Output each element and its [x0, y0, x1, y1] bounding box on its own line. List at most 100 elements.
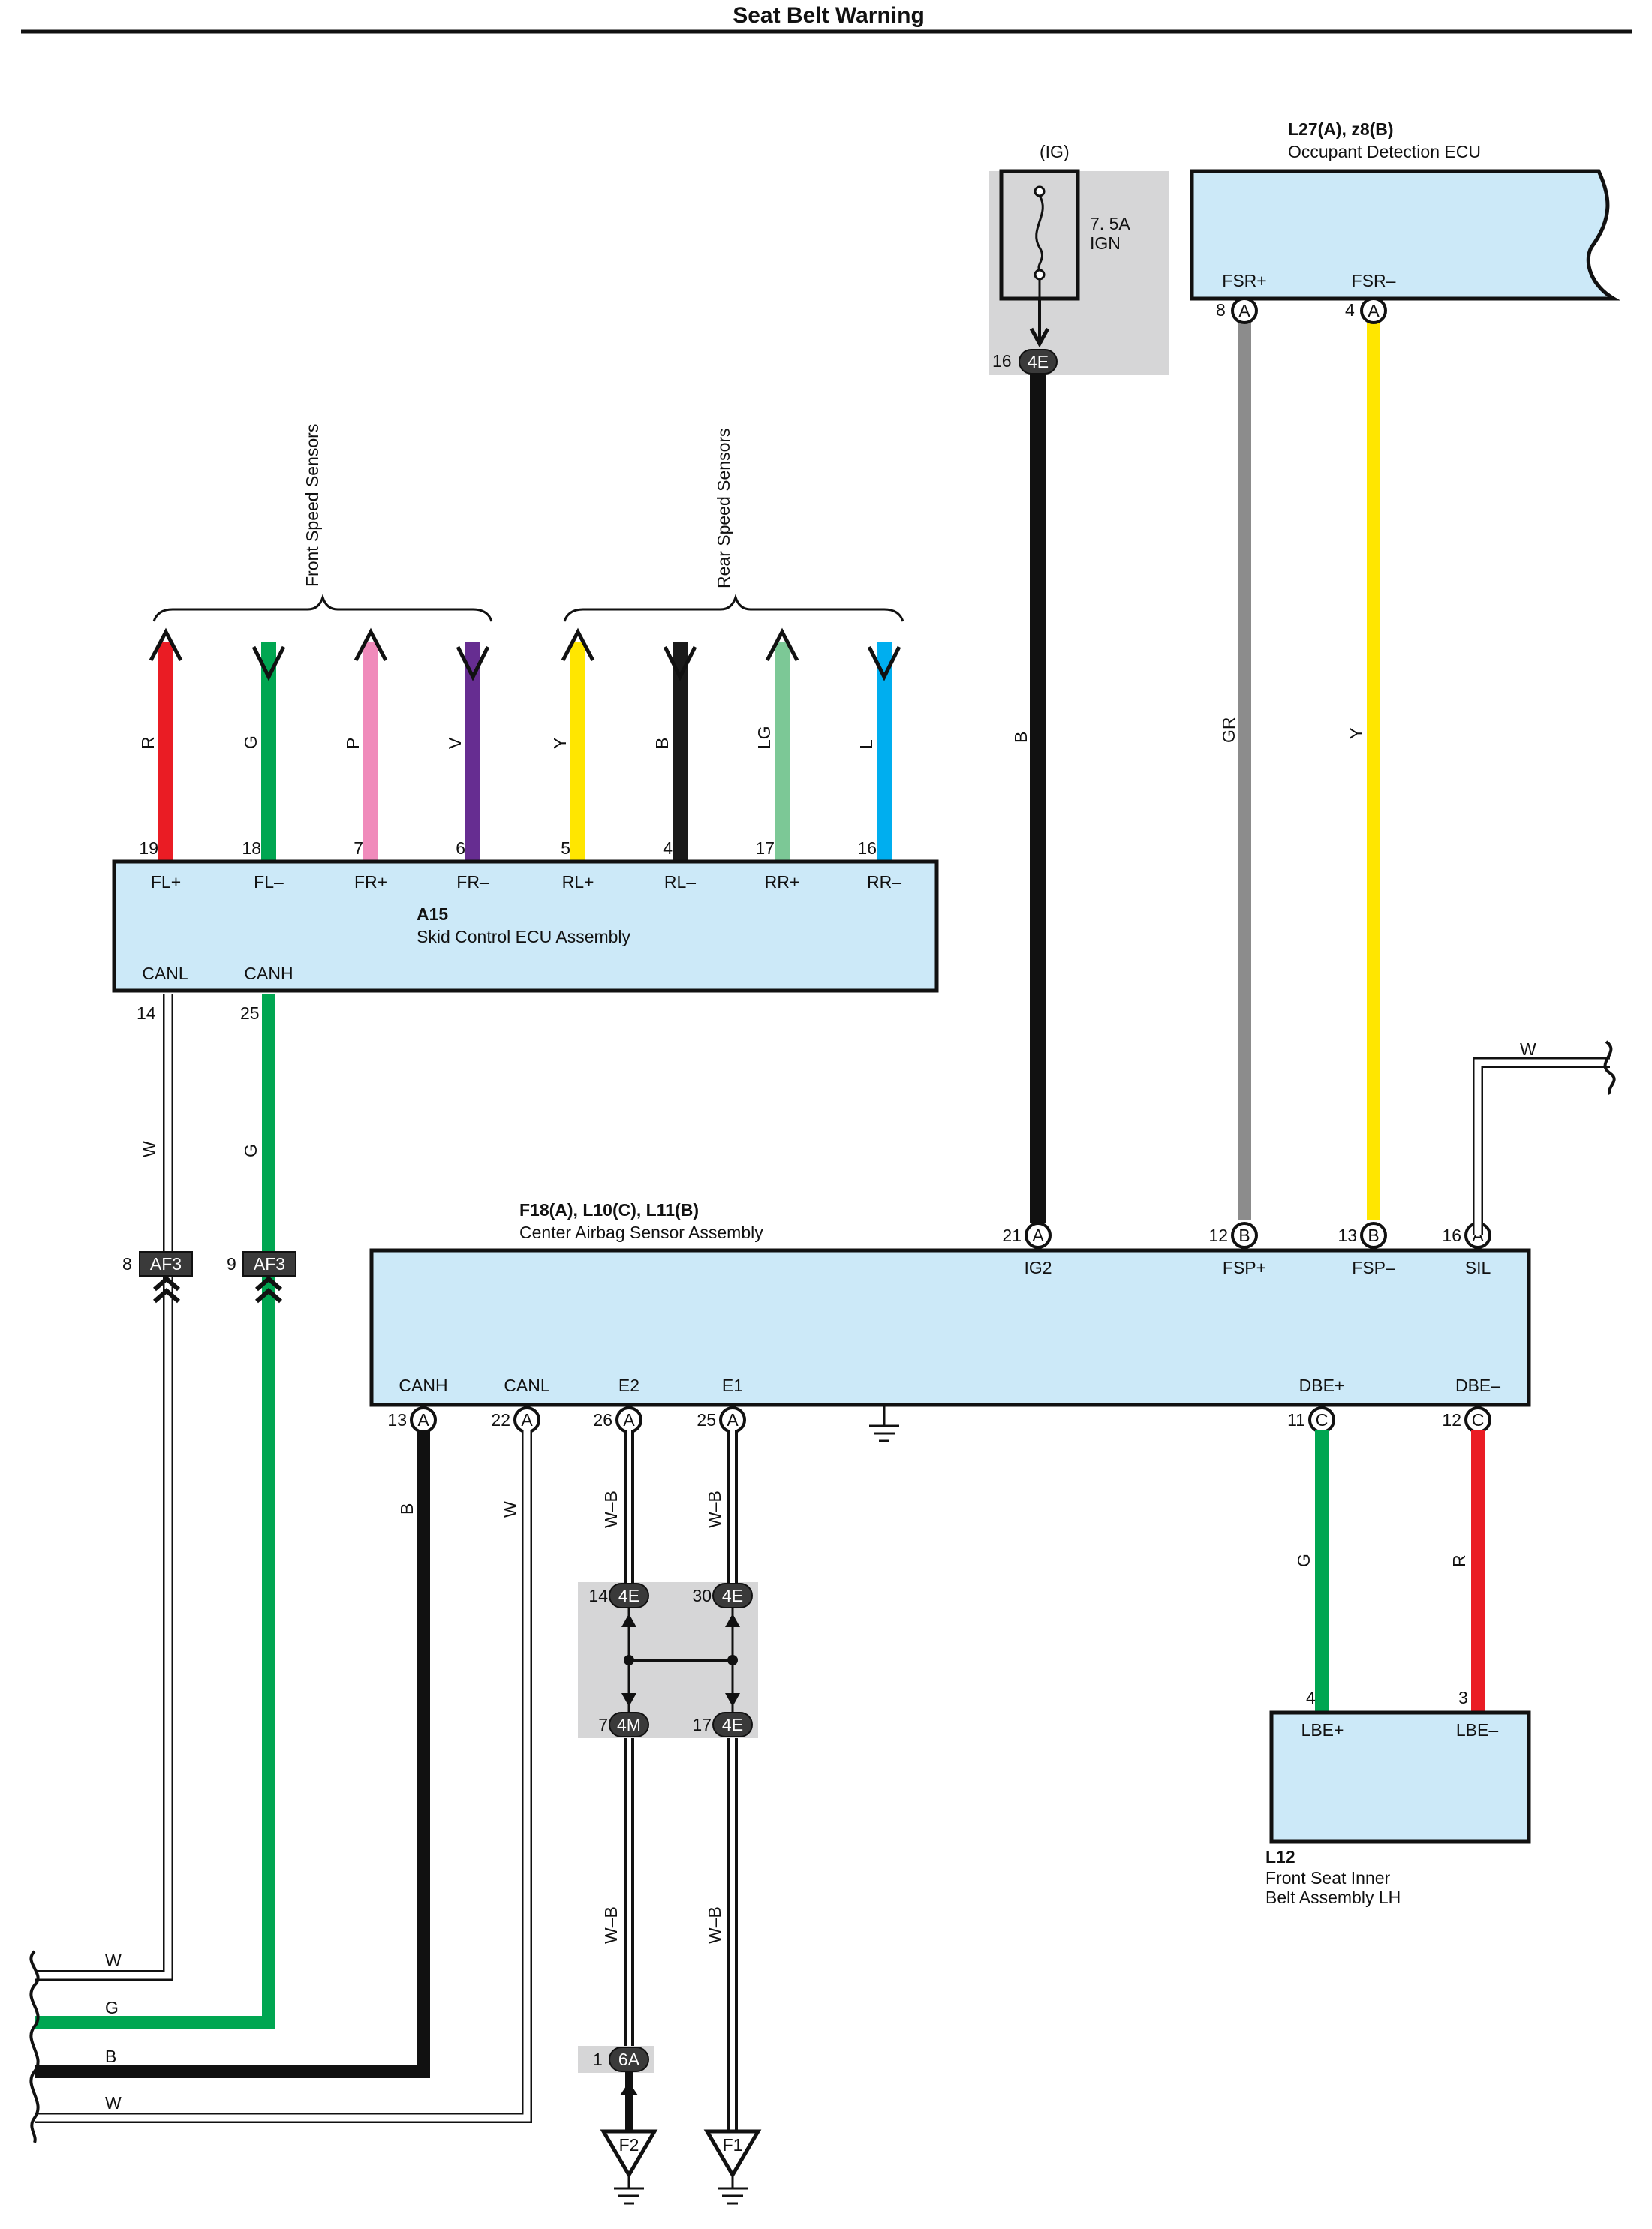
- wire-dbe-plus-color: G: [1294, 1554, 1313, 1567]
- occupant-pin: 8: [1216, 300, 1226, 320]
- wire-y-color: Y: [1347, 728, 1366, 739]
- belt-box: [1269, 1710, 1531, 1844]
- skid-pin: 25: [240, 1003, 260, 1023]
- ground-f1: F1: [703, 2129, 762, 2205]
- skid-ecu-name: Skid Control ECU Assembly: [417, 927, 631, 946]
- svg-text:B: B: [1368, 1226, 1379, 1245]
- airbag-pin: 13: [1338, 1226, 1357, 1245]
- skid-term-label: CANH: [244, 964, 293, 983]
- left-wire-label: W: [105, 1951, 122, 1970]
- wire-canl-skid-outline: [35, 994, 173, 1981]
- wire-canh-airbag: [35, 1430, 430, 2078]
- fuse-header: (IG): [1040, 142, 1070, 161]
- fuse-arrow: [1029, 327, 1050, 348]
- wire-canl-skid: [35, 994, 172, 1979]
- occupant-term-label: FSR–: [1352, 271, 1396, 290]
- belt-pin: 4: [1306, 1688, 1316, 1707]
- skid-pin: 7: [354, 838, 363, 858]
- skid-pin: 19: [139, 838, 158, 858]
- rear-speed-label: Rear Speed Sensors: [714, 428, 733, 588]
- skid-pin: 4: [663, 838, 673, 858]
- left-wire-label: W: [105, 2093, 122, 2113]
- arrow-down-icon: [867, 645, 901, 681]
- svg-text:4E: 4E: [722, 1715, 743, 1734]
- fuse-rating: 7. 5A: [1090, 214, 1130, 233]
- wire-e2-color: W–B: [601, 1491, 621, 1528]
- skid-pin: 14: [137, 1003, 156, 1023]
- skid-pin: 5: [561, 838, 570, 858]
- airbag-pin: 21: [1002, 1226, 1022, 1245]
- airbag-connector: A: [615, 1406, 642, 1433]
- svg-text:A: A: [1368, 301, 1380, 320]
- airbag-connector: A: [513, 1406, 540, 1433]
- sensor-wire-color: V: [445, 737, 465, 749]
- sensor-wire-color: Y: [550, 738, 570, 749]
- wire-gr-color: GR: [1219, 717, 1238, 744]
- sensor-wire-color: R: [138, 736, 158, 749]
- wire-canh-skid: [35, 994, 275, 2029]
- wire-e1-lower-color: W–B: [705, 1906, 724, 1944]
- svg-text:F1: F1: [723, 2135, 743, 2155]
- occupant-ecu-name: Occupant Detection ECU: [1288, 142, 1481, 161]
- airbag-connector: A: [410, 1406, 437, 1433]
- airbag-term-label: SIL: [1465, 1258, 1491, 1277]
- belt-term-label: LBE+: [1301, 1720, 1344, 1740]
- wire-canl-skid-color: W: [140, 1141, 159, 1157]
- fuse-icon: [1034, 185, 1046, 299]
- junction-internals: [621, 1608, 740, 1713]
- belt-name: Belt Assembly LH: [1265, 1888, 1401, 1907]
- belt-id: L12: [1265, 1847, 1295, 1867]
- occupant-connector: A: [1231, 297, 1258, 324]
- arrow-down-icon: [456, 645, 490, 681]
- skid-pin: 18: [242, 838, 261, 858]
- skid-ecu-box: [112, 859, 939, 993]
- wire-canl-airbag-color: W: [501, 1501, 520, 1518]
- airbag-pin: 25: [697, 1410, 716, 1430]
- svg-text:4E: 4E: [618, 1586, 639, 1605]
- wire-sil-color: W: [1520, 1039, 1536, 1059]
- airbag-term-label: IG2: [1024, 1258, 1052, 1277]
- ground-connector: 6A: [609, 2047, 649, 2072]
- airbag-pin: 12: [1442, 1410, 1461, 1430]
- airbag-term-label: DBE+: [1299, 1376, 1345, 1395]
- airbag-term-label: DBE–: [1455, 1376, 1500, 1395]
- af3-pin: 9: [227, 1254, 236, 1274]
- skid-term-label: FL–: [254, 872, 284, 892]
- svg-text:C: C: [1472, 1410, 1485, 1430]
- junction-pin: 30: [692, 1586, 712, 1605]
- junction-connector: 4E: [712, 1712, 753, 1737]
- airbag-box: [369, 1248, 1531, 1407]
- svg-text:4M: 4M: [617, 1715, 641, 1734]
- occupant-connector: A: [1360, 297, 1387, 324]
- junction-connector: 4E: [712, 1583, 753, 1608]
- svg-text:A: A: [1238, 301, 1250, 320]
- sensor-wire-color: P: [343, 738, 363, 749]
- skid-term-label: CANL: [142, 964, 188, 983]
- skid-pin: 17: [755, 838, 775, 858]
- belt-term-label: LBE–: [1456, 1720, 1498, 1740]
- wire-ig2-color: B: [1011, 732, 1031, 743]
- wire-canh-skid-color: G: [241, 1144, 260, 1157]
- ground-arrow: [620, 2082, 638, 2095]
- svg-text:A: A: [417, 1410, 429, 1430]
- arrow-up-icon: [765, 627, 799, 662]
- airbag-pin: 16: [1442, 1226, 1461, 1245]
- airbag-connector: A: [719, 1406, 746, 1433]
- front-speed-brace: [152, 593, 493, 622]
- airbag-pin: 22: [491, 1410, 510, 1430]
- svg-text:F2: F2: [619, 2135, 639, 2155]
- airbag-connector: B: [1360, 1222, 1387, 1249]
- skid-term-label: FR+: [354, 872, 387, 892]
- left-wire-label: G: [105, 1998, 119, 2017]
- skid-term-label: RL+: [562, 872, 594, 892]
- svg-text:AF3: AF3: [150, 1254, 182, 1274]
- sensor-wire-color: B: [652, 738, 672, 749]
- airbag-term-label: FSP+: [1223, 1258, 1266, 1277]
- svg-text:A: A: [727, 1410, 739, 1430]
- fuse-pin: 16: [992, 351, 1012, 371]
- airbag-connector: C: [1308, 1406, 1335, 1433]
- wire-canl-airbag: [35, 1430, 531, 2122]
